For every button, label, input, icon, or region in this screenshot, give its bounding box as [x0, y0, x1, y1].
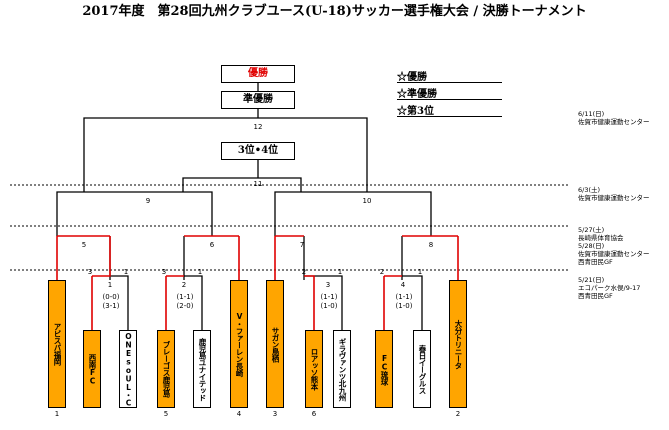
team-box: 春日イーグルス	[413, 330, 431, 408]
r1-m3-right	[304, 275, 343, 330]
pk-score-m3: (1-1) (1-0)	[318, 293, 340, 311]
r1-m1-right	[110, 275, 129, 330]
legend-line-third	[397, 116, 502, 117]
match-number-4: 4	[400, 281, 406, 289]
match-number-2: 2	[181, 281, 187, 289]
team-box: ONEsoUL・C福岡	[119, 330, 137, 408]
third-place-box: 3位•4位	[221, 142, 295, 160]
date-final: 6/11(日) 佐賀市健康運動センター	[578, 110, 650, 126]
score-m2-left: 3	[161, 268, 167, 276]
date-semi: 6/3(土) 佐賀市健康運動センター	[578, 186, 650, 202]
date-first-venue2: 西青田民GF	[578, 292, 613, 300]
legend-runner-up: ☆準優勝	[397, 89, 437, 100]
team-box: 西南FC	[83, 330, 101, 408]
date-quarter-day2: 5/28(日)	[578, 242, 605, 250]
match-number-12: 12	[253, 123, 263, 131]
date-final-venue: 佐賀市健康運動センター	[578, 118, 650, 126]
date-first-day: 5/21(日)	[578, 276, 605, 284]
team-box: アビスパ福岡	[48, 280, 66, 408]
champion-box: 優勝	[221, 65, 295, 83]
match-number-5: 5	[81, 241, 87, 249]
legend-champion: ☆優勝	[397, 72, 427, 83]
score-m4-left: 2	[379, 268, 385, 276]
date-quarter-day1: 5/27(土)	[578, 226, 605, 234]
pk-score-m1-first: (0-0)	[102, 293, 120, 301]
score-m4-right: 1	[417, 268, 423, 276]
team-seed: 5	[163, 410, 169, 418]
semi1-bracket	[56, 191, 213, 236]
score-m1-right: 1	[123, 268, 129, 276]
match-number-11: 11	[253, 180, 263, 188]
match-number-3: 3	[325, 281, 331, 289]
r1-m4-right	[402, 275, 423, 330]
date-quarter: 5/27(土) 長崎県体育協会 5/28(日) 佐賀市健康運動センター 西青田民…	[578, 226, 650, 266]
date-semi-day: 6/3(土)	[578, 186, 601, 194]
team-box: V・ファーレン長崎	[230, 280, 248, 408]
final-bracket	[83, 117, 368, 192]
score-m2-right: 1	[197, 268, 203, 276]
team-seed: 1	[54, 410, 60, 418]
page-title: 2017年度 第28回九州クラブユース(U-18)サッカー選手権大会 / 決勝ト…	[82, 4, 587, 19]
match-number-7: 7	[299, 241, 305, 249]
semi2-bracket	[274, 191, 432, 236]
team-box: ギラヴァンツ北九州	[333, 330, 351, 408]
match-number-9: 9	[145, 197, 151, 205]
match-number-6: 6	[209, 241, 215, 249]
team-box: ブレーゴス鹿児島	[157, 330, 175, 408]
pk-score-m3-first: (1-1)	[320, 293, 338, 301]
pk-score-m4: (1-1) (1-0)	[393, 293, 415, 311]
date-first: 5/21(日) エコパーク水俣/9-17 西青田民GF	[578, 276, 640, 300]
legend-line-runner-up	[397, 99, 502, 100]
team-seed: 3	[272, 410, 278, 418]
pk-score-m1: (0-0) (3-1)	[100, 293, 122, 311]
team-box: 大分トリニータ	[449, 280, 467, 408]
date-semi-venue: 佐賀市健康運動センター	[578, 194, 650, 202]
third-place-bracket	[182, 177, 302, 192]
team-box: ロアッソ熊本	[305, 330, 323, 408]
team-seed: 2	[455, 410, 461, 418]
match-number-10: 10	[362, 197, 372, 205]
pk-score-m4-first: (1-1)	[395, 293, 413, 301]
pk-score-m2-second: (2-0)	[176, 302, 194, 310]
team-seed: 4	[236, 410, 242, 418]
team-box: 鹿児島ユナイテッド	[193, 330, 211, 408]
team-box: FC琉球	[375, 330, 393, 408]
team-seed: 6	[311, 410, 317, 418]
r1-m1-win	[92, 236, 111, 277]
pk-score-m2: (1-1) (2-0)	[174, 293, 196, 311]
date-quarter-venue2: 佐賀市健康運動センター	[578, 250, 650, 258]
score-m3-right: 1	[337, 268, 343, 276]
date-quarter-venue3: 西青田民GF	[578, 258, 613, 266]
date-quarter-venue1: 長崎県体育協会	[578, 234, 624, 242]
score-m3-left: 2	[301, 268, 307, 276]
date-first-venue1: エコパーク水俣/9-17	[578, 284, 641, 292]
r1-m3-win	[304, 275, 315, 330]
runner-up-box: 準優勝	[221, 91, 295, 109]
score-m1-left: 3	[87, 268, 93, 276]
legend-third: ☆第3位	[397, 106, 434, 117]
team-box: サガン鳥栖	[266, 280, 284, 408]
pk-score-m2-first: (1-1)	[176, 293, 194, 301]
match-number-1: 1	[107, 281, 113, 289]
r1-m2-right	[184, 275, 203, 330]
legend-line-champion	[397, 82, 502, 83]
pk-score-m1-second: (3-1)	[102, 302, 120, 310]
pk-score-m4-second: (1-0)	[395, 302, 413, 310]
match-number-8: 8	[428, 241, 434, 249]
pk-score-m3-second: (1-0)	[320, 302, 338, 310]
date-final-day: 6/11(日)	[578, 110, 605, 118]
